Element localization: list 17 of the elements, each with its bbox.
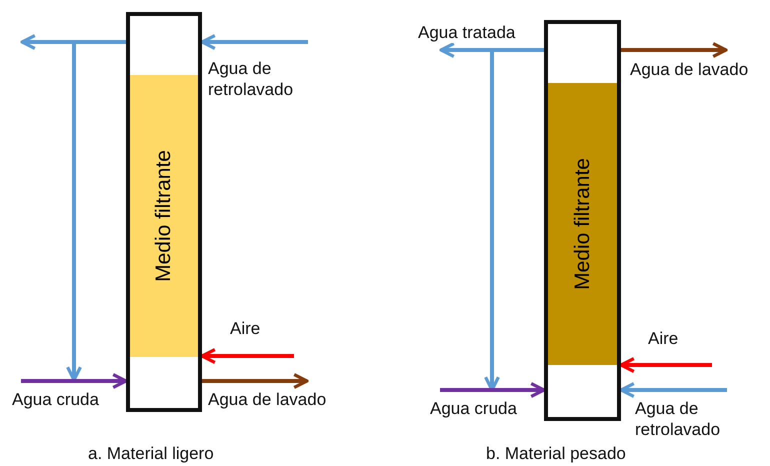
arrow bbox=[200, 34, 308, 50]
arrow bbox=[66, 40, 126, 382]
caption: b. Material pesado bbox=[486, 444, 626, 464]
filter-column bbox=[126, 12, 202, 412]
arrow bbox=[619, 382, 727, 398]
arrow bbox=[21, 373, 128, 389]
caption: a. Material ligero bbox=[88, 444, 214, 464]
arrow bbox=[440, 382, 546, 398]
filter-medium bbox=[548, 83, 617, 365]
filter-medium bbox=[130, 75, 198, 357]
medium-label: Medio filtrante bbox=[152, 150, 176, 282]
medium-label: Medio filtrante bbox=[570, 158, 594, 290]
filter-column bbox=[544, 20, 621, 421]
arrow bbox=[202, 373, 309, 389]
arrow bbox=[200, 348, 294, 364]
arrow bbox=[619, 357, 712, 373]
arrow bbox=[621, 42, 728, 58]
